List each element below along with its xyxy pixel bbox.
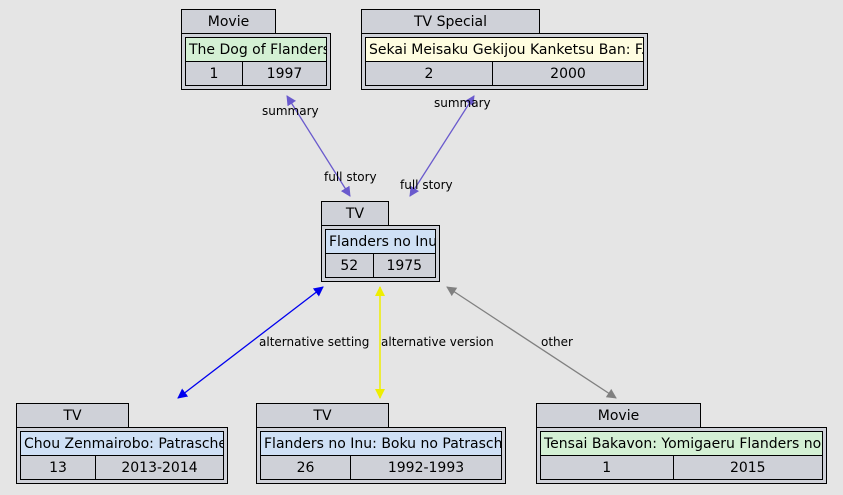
node-year: 2000 — [492, 61, 644, 86]
edge-other — [446, 286, 617, 399]
node-type-tab: TV — [256, 403, 389, 427]
node-year: 1975 — [372, 253, 436, 278]
node-title: Flanders no Inu: Boku no Patrasche — [260, 431, 502, 456]
node-card: Flanders no Inu 52 1975 — [321, 225, 440, 282]
node-episodes: 1 — [540, 455, 674, 480]
node-title: Tensai Bakavon: Yomigaeru Flanders no... — [540, 431, 823, 456]
node-episodes: 13 — [20, 455, 96, 480]
edge-label-other: other — [541, 335, 573, 349]
node-card: Chou Zenmairobo: Patrasche 13 2013-2014 — [16, 427, 228, 484]
node-type-tab: TV — [321, 201, 389, 225]
node-title: Sekai Meisaku Gekijou Kanketsu Ban: F... — [365, 37, 644, 62]
node-type-tab: TV — [16, 403, 129, 427]
node-type-tab: TV Special — [361, 9, 540, 33]
edge-label-summary: summary — [434, 96, 491, 110]
node-episodes: 1 — [185, 61, 243, 86]
edge-label-full-story: full story — [400, 178, 453, 192]
node-title: Chou Zenmairobo: Patrasche — [20, 431, 224, 456]
node-card: The Dog of Flanders 1 1997 — [181, 33, 331, 90]
node-type-tab: Movie — [181, 9, 276, 33]
node-title: The Dog of Flanders — [185, 37, 327, 62]
node-year: 1997 — [242, 61, 327, 86]
edge-summary-movie-dog — [286, 95, 351, 197]
node-year: 1992-1993 — [350, 455, 502, 480]
node-episodes: 52 — [325, 253, 374, 278]
edge-label-alternative-setting: alternative setting — [259, 335, 370, 349]
edge-label-summary: summary — [262, 104, 319, 118]
edge-alternative-setting — [177, 286, 324, 399]
edge-label-full-story: full story — [324, 170, 377, 184]
node-episodes: 26 — [260, 455, 351, 480]
node-episodes: 2 — [365, 61, 493, 86]
node-year: 2015 — [672, 455, 823, 480]
node-card: Sekai Meisaku Gekijou Kanketsu Ban: F...… — [361, 33, 648, 90]
edge-summary-tv-special — [409, 95, 475, 197]
node-card: Tensai Bakavon: Yomigaeru Flanders no...… — [536, 427, 827, 484]
node-type-tab: Movie — [536, 403, 701, 427]
edge-label-alternative-version: alternative version — [381, 335, 494, 349]
node-title: Flanders no Inu — [325, 229, 436, 254]
node-year: 2013-2014 — [95, 455, 224, 480]
node-card: Flanders no Inu: Boku no Patrasche 26 19… — [256, 427, 506, 484]
